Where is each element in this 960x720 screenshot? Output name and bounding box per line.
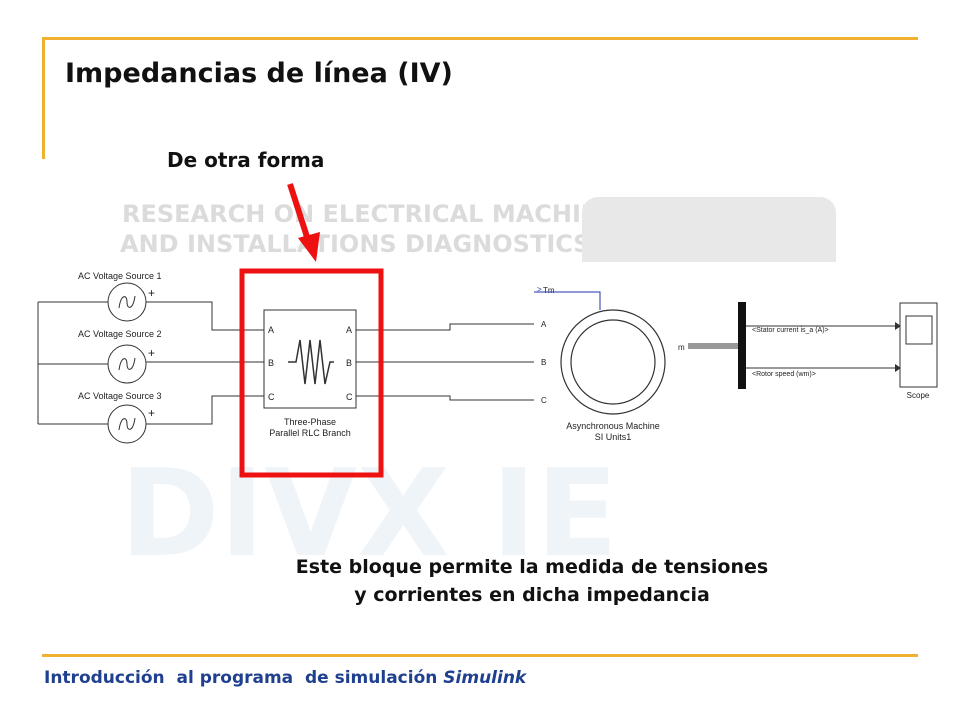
footer-prefix: Introducción al programa de simulación: [44, 668, 444, 688]
watermark-logo-shape: [582, 197, 836, 277]
callout-label: De otra forma: [167, 148, 325, 172]
rlc-branch-block[interactable]: A B C A B C Three-Phase Parallel RLC Bra…: [263, 309, 357, 438]
machine-port-c: C: [541, 396, 547, 405]
machine-port-a: A: [541, 320, 547, 329]
scope-screen-icon: [905, 315, 933, 345]
asynchronous-machine-block[interactable]: > Tm A B C m Asynchronous Machine SI Uni…: [534, 285, 685, 442]
bus-signal-lines: <Stator current is_a (A)> <Rotor speed (…: [746, 322, 901, 378]
title-frame-left-line: [42, 37, 45, 159]
source-2-label: AC Voltage Source 2: [78, 329, 162, 339]
scope-label: Scope: [907, 391, 930, 400]
footer-text: Introducción al programa de simulación S…: [44, 668, 526, 688]
source-1-plus: +: [148, 286, 155, 300]
watermark-letters: DIVX IE: [120, 445, 618, 584]
ac-voltage-source-2[interactable]: AC Voltage Source 2 +: [78, 329, 164, 384]
ac-voltage-source-1[interactable]: AC Voltage Source 1 +: [78, 271, 164, 322]
footer-divider: [42, 654, 918, 657]
bus-selector-bar[interactable]: [738, 302, 746, 389]
watermark-line1: RESEARCH ON ELECTRICAL MACHINES: [122, 200, 635, 228]
machine-rotor-icon: [570, 319, 656, 405]
rlc-symbol-icon: [288, 339, 334, 385]
ac-voltage-source-3[interactable]: AC Voltage Source 3 +: [78, 391, 164, 444]
watermark: RESEARCH ON ELECTRICAL MACHINES AND INST…: [120, 197, 836, 584]
machine-m-label: m: [678, 343, 685, 352]
source-3-label: AC Voltage Source 3: [78, 391, 162, 401]
rlc-port-out-c: C: [346, 392, 353, 402]
rlc-port-out-b: B: [346, 358, 352, 368]
watermark-line2: AND INSTALLATIONS DIAGNOSTICS: [120, 230, 591, 258]
rlc-caption-line1: Three-Phase: [284, 417, 336, 427]
machine-caption-line2: SI Units1: [595, 432, 632, 442]
description-line2: y corrientes en dicha impedancia: [354, 584, 710, 606]
diagram-background: [0, 262, 960, 452]
description: Este bloque permite la medida de tension…: [262, 553, 802, 609]
scope-block[interactable]: Scope: [899, 302, 938, 400]
title-frame-top-line: [42, 37, 918, 40]
m-signal-wire: [688, 343, 738, 349]
bus-signal-stator-current: <Stator current is_a (A)>: [752, 327, 829, 334]
source-2-plus: +: [148, 346, 155, 360]
source-3-plus: +: [148, 406, 155, 420]
slide-title: Impedancias de línea (IV): [65, 58, 453, 89]
machine-tm-label: Tm: [543, 286, 555, 295]
rlc-port-in-c: C: [268, 392, 275, 402]
rlc-port-in-a: A: [268, 325, 274, 335]
description-line1: Este bloque permite la medida de tension…: [295, 556, 769, 578]
machine-port-b: B: [541, 358, 546, 367]
rlc-block-body: [263, 309, 357, 409]
source-1-label: AC Voltage Source 1: [78, 271, 162, 281]
tm-input-arrow: >: [537, 285, 542, 294]
callout-arrow: [287, 183, 320, 262]
rlc-caption-line2: Parallel RLC Branch: [269, 428, 351, 438]
rlc-port-in-b: B: [268, 358, 274, 368]
rlc-port-out-a: A: [346, 325, 352, 335]
highlight-box: [239, 268, 384, 478]
source-wiring: [37, 301, 534, 425]
bus-signal-rotor-speed: <Rotor speed (wm)>: [752, 371, 816, 378]
machine-caption-line1: Asynchronous Machine: [566, 421, 660, 431]
footer-emphasis: Simulink: [443, 668, 527, 688]
